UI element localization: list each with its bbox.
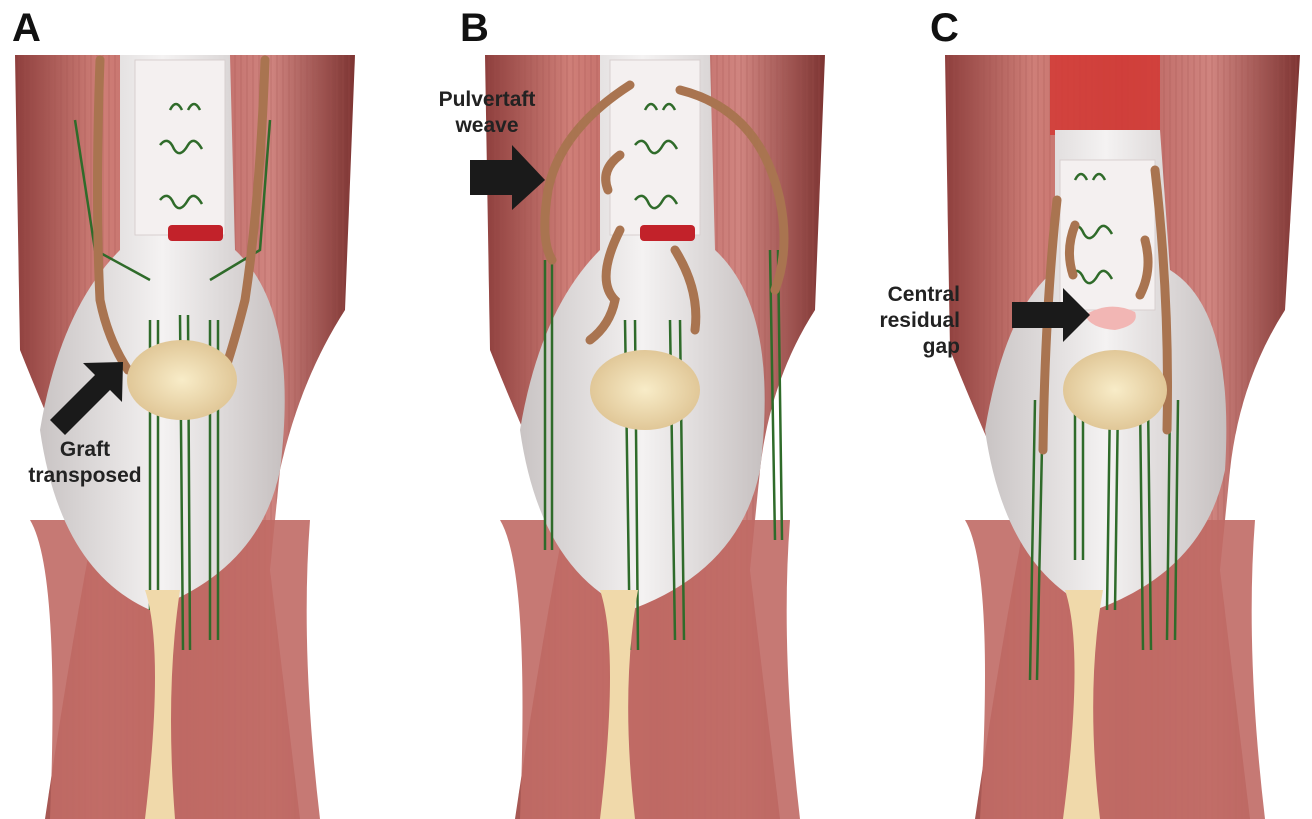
panel-c: [935, 50, 1305, 819]
panel-label-b: B: [460, 6, 489, 51]
tendon-stump: [168, 225, 223, 241]
annotation-graft-transposed: Graft transposed: [10, 437, 160, 489]
panel-label-c: C: [930, 6, 959, 51]
annotation-central-residual-gap: Central residual gap: [850, 282, 960, 360]
annotation-line: transposed: [10, 463, 160, 489]
panel-b: [470, 50, 840, 819]
annotation-line: residual: [850, 308, 960, 334]
muscle-gap: [1050, 55, 1160, 135]
annotation-pulvertaft-weave: Pulvertaft weave: [422, 87, 552, 139]
annotation-line: Pulvertaft: [422, 87, 552, 113]
knee-illustration-b: [470, 50, 840, 819]
panel-a: [0, 50, 370, 819]
annotation-line: Graft: [10, 437, 160, 463]
knee-illustration-c: [935, 50, 1305, 819]
annotation-line: weave: [422, 113, 552, 139]
patella: [127, 340, 237, 420]
knee-illustration-a: [0, 50, 370, 819]
panel-label-a: A: [12, 6, 41, 51]
annotation-line: Central: [850, 282, 960, 308]
annotation-line: gap: [850, 334, 960, 360]
